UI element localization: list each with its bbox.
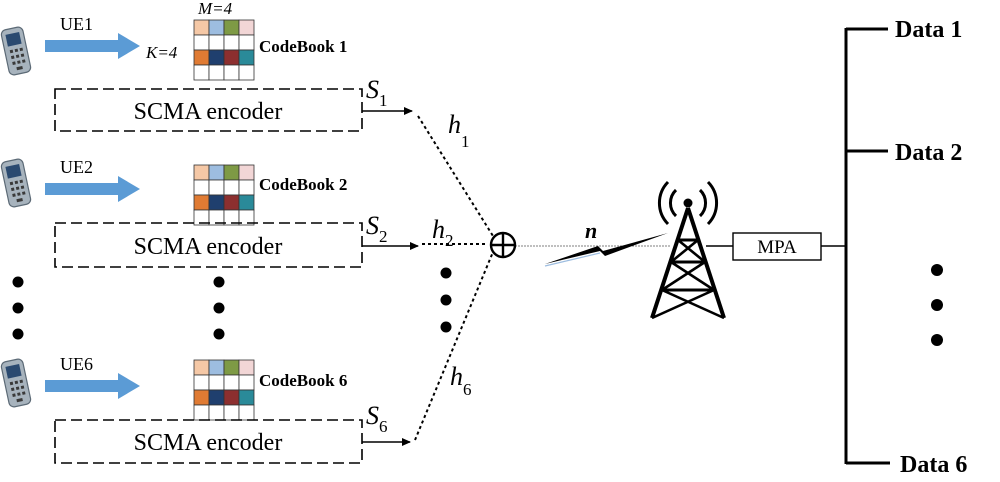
ue-arrow	[45, 33, 140, 59]
phone-icon	[0, 357, 33, 409]
ue-label: UE2	[60, 157, 93, 177]
codebook-cell	[238, 404, 255, 421]
codebook-cell	[238, 64, 255, 81]
scma-encoder-box	[54, 88, 363, 132]
codebook-dim-k: K=4	[145, 43, 178, 62]
codebook-cell	[208, 194, 225, 211]
signal-label: S1	[366, 75, 388, 110]
codebook-cell	[193, 164, 210, 181]
codebook-cell	[223, 359, 240, 376]
codebook-cell	[223, 64, 240, 81]
output-label: Data 2	[895, 140, 962, 166]
codebook-cell	[193, 19, 210, 36]
codebook-cell	[208, 359, 225, 376]
codebook-cell	[193, 404, 210, 421]
channel-label: h6	[450, 362, 472, 399]
channel-path	[414, 251, 494, 441]
codebook-label: CodeBook 1	[259, 37, 347, 56]
codebook-cell	[238, 389, 255, 406]
ellipsis-dots	[12, 267, 452, 340]
channel-label: h1	[448, 110, 470, 151]
codebook-cell	[193, 194, 210, 211]
ue-arrow	[45, 373, 140, 399]
ue-arrow	[45, 176, 140, 202]
codebook-cell	[238, 179, 255, 196]
codebook-dim-m: M=4	[197, 0, 233, 18]
codebook-cell	[208, 64, 225, 81]
codebook-cell	[223, 49, 240, 66]
codebook-cell	[208, 164, 225, 181]
phone-icon	[0, 25, 33, 77]
codebook-cell	[238, 209, 255, 226]
lightning-icon	[544, 233, 668, 267]
codebook-cell	[238, 359, 255, 376]
codebook-cell	[208, 389, 225, 406]
output-ellipsis-dots	[931, 264, 943, 346]
encoder-label: SCMA encoder	[134, 430, 283, 456]
adder-icon	[489, 231, 517, 259]
codebook-grid	[193, 164, 255, 226]
codebook-cell	[223, 19, 240, 36]
tower-icon	[650, 180, 726, 320]
codebook-cell	[208, 49, 225, 66]
ue-label: UE6	[60, 354, 93, 374]
codebook-grid	[193, 359, 255, 421]
codebook-cell	[193, 34, 210, 51]
codebook-cell	[208, 34, 225, 51]
codebook-cell	[193, 359, 210, 376]
codebook-cell	[223, 404, 240, 421]
codebook-cell	[193, 179, 210, 196]
codebook-cell	[223, 194, 240, 211]
ue-label: UE1	[60, 14, 93, 34]
codebook-cell	[208, 179, 225, 196]
user-6-group: UE6 CodeBook 6 SCMA encoder S6 h6	[0, 251, 494, 464]
codebook-cell	[193, 64, 210, 81]
mpa-label: MPA	[757, 237, 797, 258]
codebook-label: CodeBook 2	[259, 175, 347, 194]
encoder-label: SCMA encoder	[134, 99, 283, 125]
codebook-cell	[238, 194, 255, 211]
output-label: Data 6	[900, 452, 967, 478]
codebook-grid	[193, 19, 255, 81]
signal-label: S6	[366, 401, 388, 436]
codebook-cell	[238, 374, 255, 391]
codebook-cell	[238, 19, 255, 36]
codebook-cell	[208, 374, 225, 391]
codebook-cell	[238, 34, 255, 51]
codebook-label: CodeBook 6	[259, 371, 347, 390]
codebook-cell	[238, 49, 255, 66]
codebook-cell	[223, 34, 240, 51]
user-1-group: UE1 M=4 K=4 CodeBook 1 SCMA encoder S1 h…	[0, 0, 494, 237]
signal-label: S2	[366, 211, 388, 246]
codebook-cell	[223, 389, 240, 406]
phone-icon	[0, 157, 33, 209]
codebook-cell	[193, 49, 210, 66]
codebook-cell	[193, 374, 210, 391]
noise-label: n	[585, 218, 597, 243]
codebook-cell	[208, 19, 225, 36]
codebook-cell	[193, 389, 210, 406]
output-label: Data 1	[895, 17, 962, 43]
codebook-cell	[208, 404, 225, 421]
user-2-group: UE2 CodeBook 2 SCMA encoder S2 h2	[0, 157, 485, 268]
codebook-cell	[223, 374, 240, 391]
codebook-cell	[223, 179, 240, 196]
scma-encoder-box	[54, 222, 363, 268]
codebook-cell	[238, 164, 255, 181]
codebook-cell	[223, 164, 240, 181]
channel-label: h2	[432, 215, 454, 250]
encoder-label: SCMA encoder	[134, 234, 283, 260]
